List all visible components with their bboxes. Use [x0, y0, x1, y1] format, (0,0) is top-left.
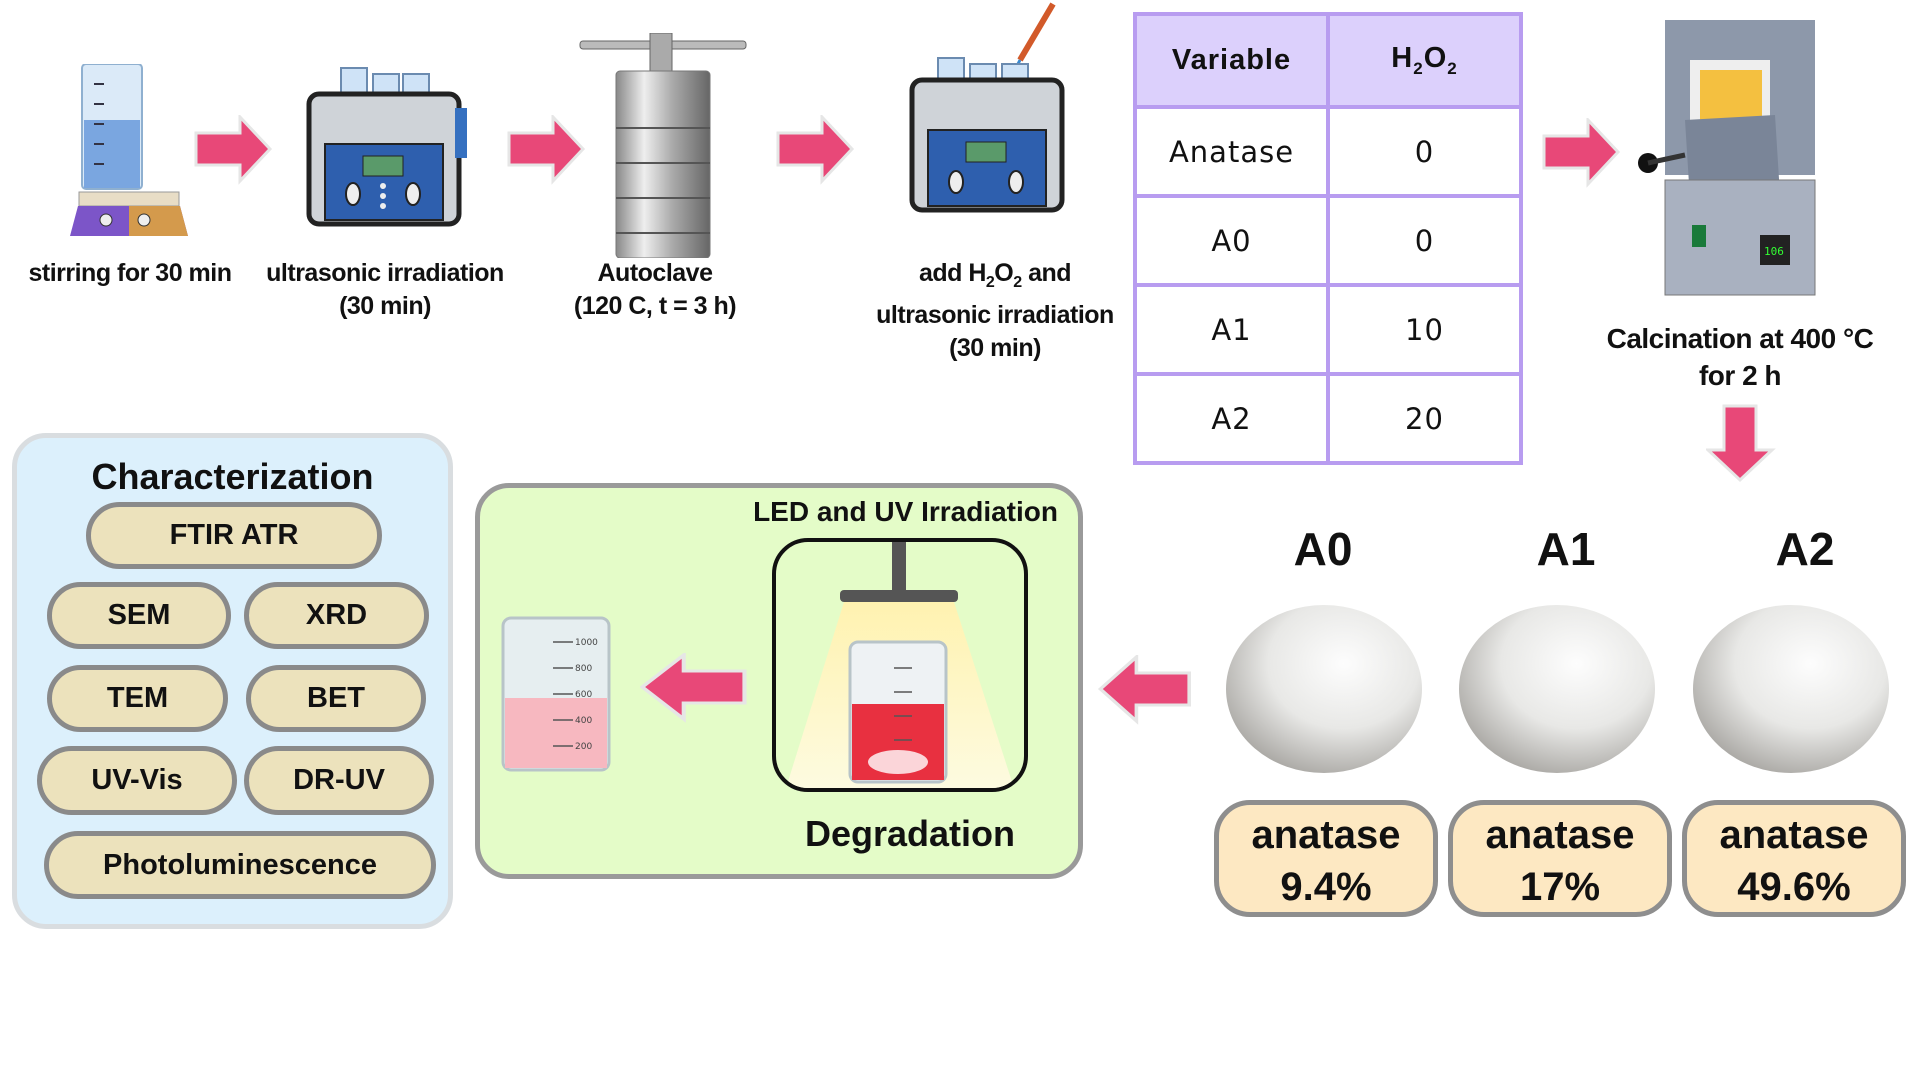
ultrasonic-bath-with-dropper-icon	[909, 2, 1065, 213]
step-text: (120 C, t = 3 h)	[573, 292, 737, 320]
arrow-right-icon	[1542, 118, 1620, 186]
header-h2o2: H2O2	[1326, 12, 1523, 109]
method-sem: SEM	[47, 582, 231, 649]
arrow-down-icon	[1706, 404, 1774, 482]
tick-label: 800	[575, 664, 592, 674]
arrow-right-icon	[194, 115, 272, 183]
anatase-label: anatase	[1485, 813, 1635, 857]
method-tem: TEM	[47, 665, 228, 732]
step-label-autoclave: Autoclave (120 C, t = 3 h)	[540, 257, 770, 323]
cell-variable: A0	[1133, 194, 1330, 287]
ultrasonic-bath-icon	[306, 67, 467, 227]
step-text: (30 min)	[339, 292, 431, 320]
tick-label: 1000	[575, 638, 598, 648]
step-text: (30 min)	[949, 334, 1041, 362]
arrow-left-icon	[1098, 655, 1191, 723]
step-label-h2o2: add H2O2 and ultrasonic irradiation (30 …	[860, 257, 1130, 365]
step-text: Autoclave	[597, 259, 713, 287]
powder-image	[1226, 605, 1422, 773]
anatase-badge: anatase 17%	[1448, 800, 1672, 917]
tick-label: 200	[575, 742, 592, 752]
powder-image	[1459, 605, 1655, 773]
beaker-after-icon: 1000 800 600 400 200	[501, 616, 611, 772]
calcination-text: for 2 h	[1698, 360, 1782, 391]
autoclave-icon	[579, 33, 747, 258]
arrow-right-icon	[507, 115, 585, 183]
sample-name: A2	[1775, 523, 1835, 575]
cell-variable: A2	[1133, 372, 1330, 465]
sample-name: A1	[1536, 523, 1596, 575]
step-text: add H2O2 and	[918, 259, 1072, 291]
step-label-ultrasonic: ultrasonic irradiation (30 min)	[250, 257, 520, 323]
cell-h2o2: 10	[1326, 283, 1523, 376]
degradation-label: Degradation	[804, 813, 1016, 854]
cell-h2o2: 20	[1326, 372, 1523, 465]
lamp-beaker-icon	[786, 542, 1014, 788]
powder-image	[1693, 605, 1889, 773]
step-text: stirring for 30 min	[28, 259, 232, 287]
anatase-label: anatase	[1719, 813, 1869, 857]
irradiation-chamber	[772, 538, 1028, 792]
characterization-title: Characterization	[91, 456, 374, 497]
characterization-panel: Characterization FTIR ATR SEM XRD TEM BE…	[12, 433, 453, 929]
calcination-label: Calcination at 400 °C for 2 h	[1570, 320, 1910, 394]
anatase-percent: 49.6%	[1737, 865, 1851, 909]
header-variable: Variable	[1133, 12, 1330, 109]
anatase-badge: anatase 9.4%	[1214, 800, 1438, 917]
anatase-label: anatase	[1251, 813, 1401, 857]
magnetic-stirrer-icon	[70, 64, 188, 236]
svg-text:106: 106	[1764, 245, 1784, 258]
step-label-stirring: stirring for 30 min	[10, 257, 250, 290]
method-photoluminescence: Photoluminescence	[44, 831, 436, 899]
tick-label: 600	[575, 690, 592, 700]
cell-h2o2: 0	[1326, 194, 1523, 287]
degradation-title: LED and UV Irradiation	[753, 496, 1058, 527]
calcination-text: Calcination at 400 °C	[1606, 323, 1874, 354]
cell-variable: A1	[1133, 283, 1330, 376]
anatase-percent: 17%	[1519, 865, 1601, 909]
arrow-left-icon	[640, 653, 752, 723]
furnace-icon: 106	[1638, 20, 1816, 296]
tick-label: 400	[575, 716, 592, 726]
arrow-right-icon	[776, 115, 854, 183]
method-ftir-atr: FTIR ATR	[86, 502, 382, 569]
cell-h2o2: 0	[1326, 105, 1523, 198]
anatase-percent: 9.4%	[1280, 865, 1372, 909]
sample-name: A0	[1293, 523, 1353, 575]
step-text: ultrasonic irradiation	[266, 259, 504, 287]
anatase-badge: anatase 49.6%	[1682, 800, 1906, 917]
step-text: ultrasonic irradiation	[876, 301, 1114, 329]
method-dr-uv: DR-UV	[244, 746, 434, 815]
method-xrd: XRD	[244, 582, 429, 649]
method-uv-vis: UV-Vis	[37, 746, 237, 815]
method-bet: BET	[246, 665, 426, 732]
cell-variable: Anatase	[1133, 105, 1330, 198]
